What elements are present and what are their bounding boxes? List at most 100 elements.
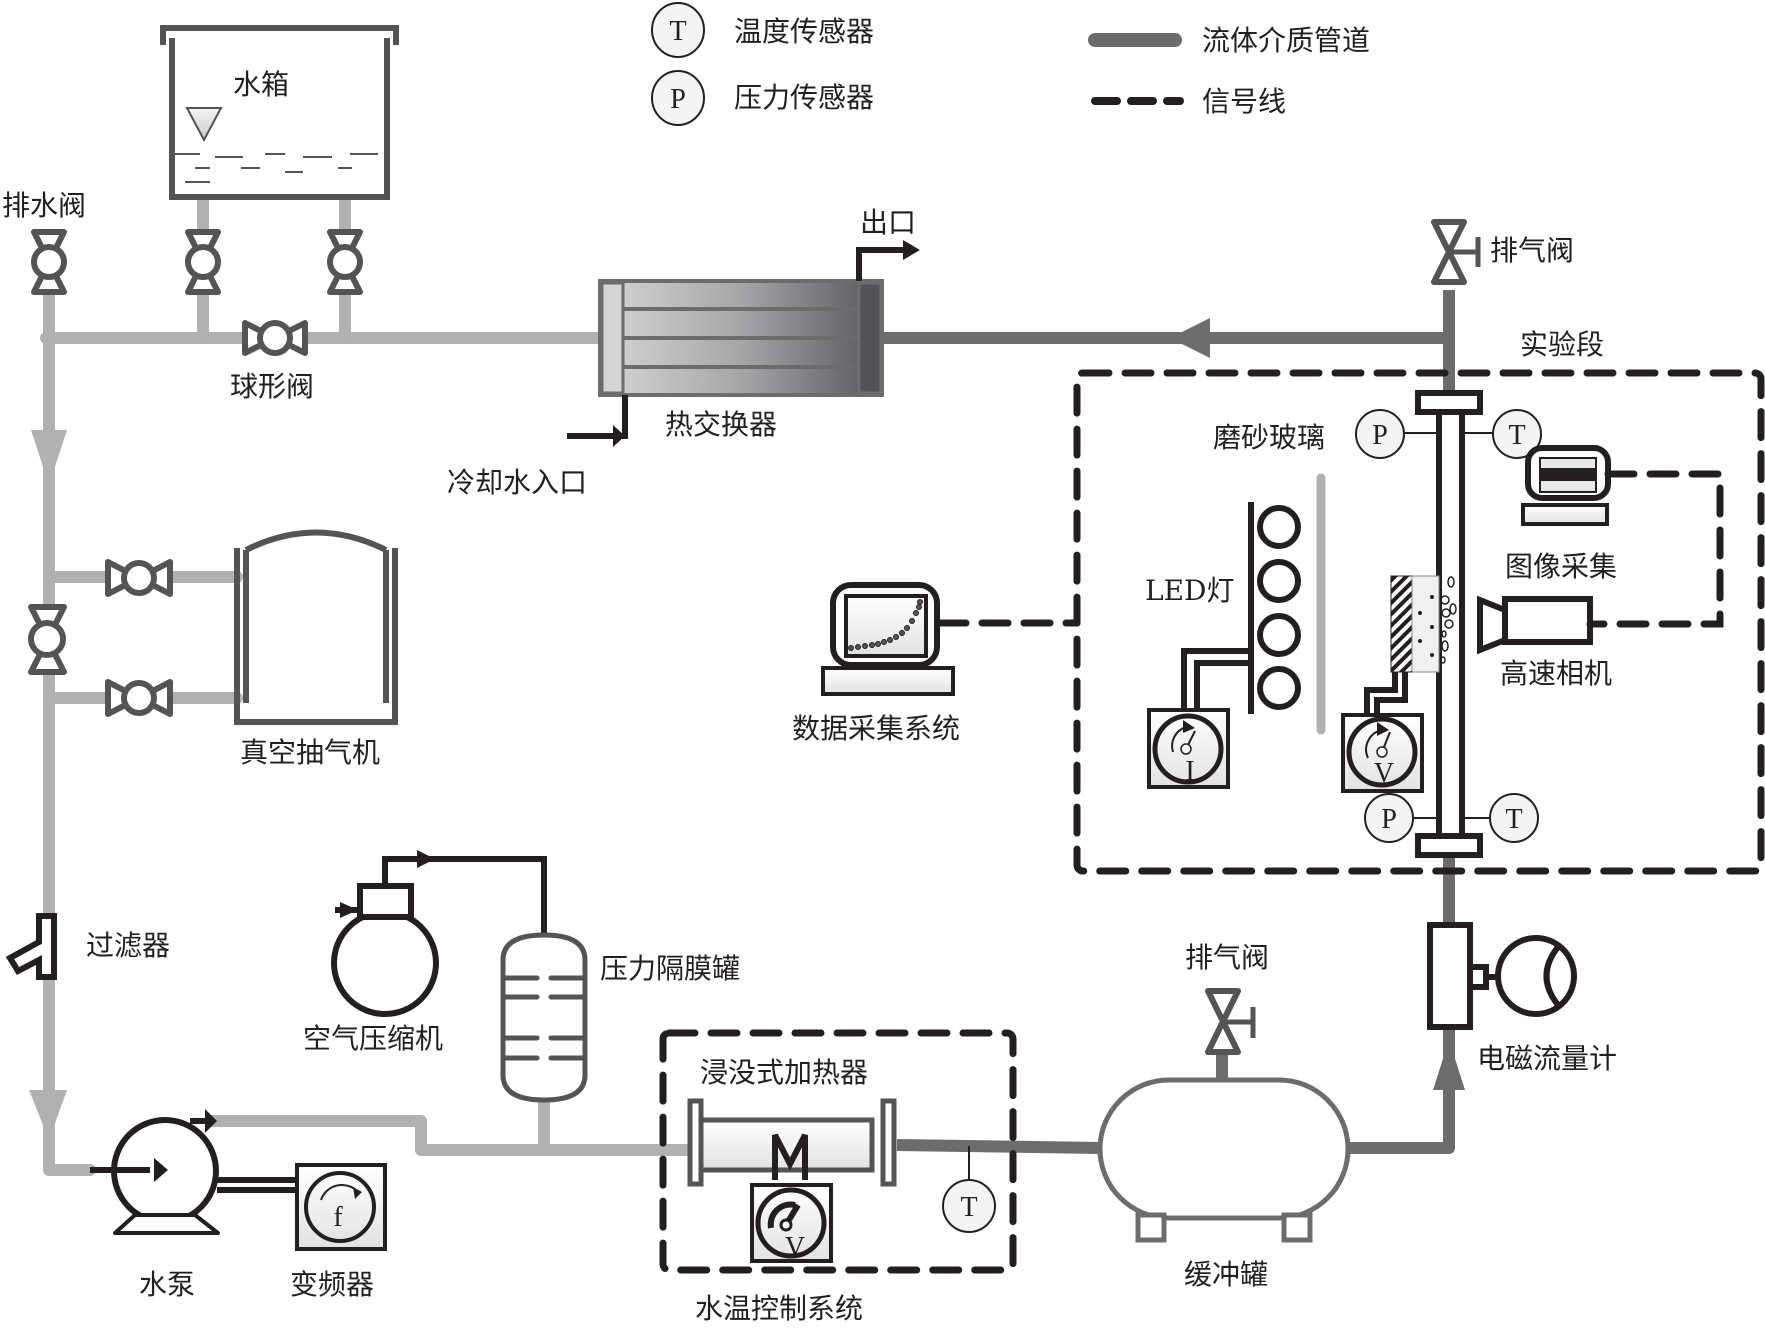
hot-pipes [884,290,1465,1154]
vacuum-pump: 真空抽气机 [234,529,398,769]
filter-label: 过滤器 [86,929,170,962]
air-compressor-label: 空气压缩机 [303,1022,443,1055]
ball-icon [121,560,157,596]
frosted-glass-label: 磨砂玻璃 [1213,421,1325,454]
bubbles-icon [1440,576,1457,664]
flow-arrow-down-icon [31,430,67,485]
flow-arrow-left-icon [1170,318,1210,358]
vacuum-pump-label: 真空抽气机 [240,736,380,769]
filter: 过滤器 [5,913,170,980]
buffer-tank: 缓冲罐 [1097,1077,1351,1291]
buffer-tank-label: 缓冲罐 [1184,1258,1268,1291]
pressure-sensor-top-icon [1355,409,1405,459]
pressure-diaphragm-tank: 压力隔膜罐 [500,932,740,1103]
vent-valve-buffer[interactable]: 排气阀 [1185,941,1269,1055]
tank-body [169,38,390,200]
heating-element-icon [772,1133,808,1180]
vacuum-vessel-body [234,548,398,725]
led-icon [1257,559,1301,603]
temperature-sensor-bottom-icon [1489,793,1539,843]
vacuum-vessel-dome [244,529,388,553]
ball-icon [185,244,221,280]
immersion-heater-label: 浸没式加热器 [700,1056,868,1089]
ball-icon [31,244,67,280]
em-flowmeter: 电磁流量计 [1427,922,1617,1075]
tank-valve-right[interactable] [327,229,363,295]
diaphragm-tank-body [500,932,588,1103]
test-section: 实验段 P T P T [1073,328,1765,875]
buffer-tank-body [1097,1077,1351,1221]
legend-temp-label: 温度传感器 [734,15,874,48]
heater-to-buffer-pipe [896,1139,1101,1154]
voltmeter-test-section: V [1341,713,1424,793]
temp-control-boundary [659,1029,1017,1274]
ball-icon [121,680,157,716]
heating-film [1411,575,1440,673]
gauge-dial-icon [755,1187,827,1259]
heater-temperature-sensor-symbol: T [960,1192,977,1223]
legend-signal-line-label: 信号线 [1202,85,1286,118]
frequency-converter-label: 变频器 [290,1268,374,1301]
ammeter-symbol: I [1185,756,1194,787]
cooling-water-inlet-label: 冷却水入口 [447,466,587,499]
hx-inlet-head [600,281,625,395]
high-speed-camera: 高速相机 [1477,595,1612,690]
vacuum-valve-upper[interactable] [105,559,173,597]
air-compressor: 空气压缩机 [303,850,547,1055]
monitor-image [1541,468,1595,481]
vacuum-valve-lower[interactable] [105,679,173,717]
valve-handle-icon [1449,237,1481,267]
valve-handle-icon [1223,1007,1256,1038]
diaphragm-plates [502,975,586,1061]
water-surface-lines [175,153,378,183]
data-acquisition-system: 数据采集系统 [792,582,1081,745]
led-array: LED灯 [1145,502,1301,714]
pump-discharge-pipe [204,1115,696,1156]
gauge-arc [767,1201,796,1229]
ball-icon [257,320,293,356]
flowmeter-connector [1467,964,1489,990]
globe-valve[interactable]: 球形阀 [230,320,314,403]
vent-valve-top[interactable]: 排气阀 [1431,219,1574,285]
legend-fluid-pipe-label: 流体介质管道 [1202,24,1370,57]
led-icon [1257,505,1301,549]
ball-icon [327,244,363,280]
drain-valve[interactable]: 排水阀 [2,189,86,295]
buffer-tank-leg [1135,1212,1167,1243]
gauge-hub [779,1218,793,1232]
tank-lid [160,25,399,45]
gauge-hub [1376,746,1388,758]
keyboard-icon [1521,503,1609,526]
flowmeter-body [1427,922,1473,1030]
flowmeter-transmitter-icon [1495,935,1577,1017]
tank-valve-left[interactable] [185,229,221,295]
led-icon [1257,666,1301,710]
high-speed-camera-label: 高速相机 [1500,657,1612,690]
drain-valve-label: 排水阀 [2,189,86,222]
data-curve-icon [848,599,923,651]
vfd-box [295,1163,387,1251]
ball-icon [28,620,66,658]
water-tank: 水箱 [160,25,399,200]
compressed-air-arrow-icon [417,850,435,868]
led-wire [1194,660,1251,710]
water-pump-label: 水泵 [139,1268,195,1301]
outlet-line [856,247,910,281]
film-wire [1374,672,1408,715]
gauge-pointer-icon [1183,720,1195,733]
hx-outlet-head [857,281,883,395]
frequency-converter: f 变频器 [290,1163,387,1301]
test-section-label: 实验段 [1520,328,1604,361]
image-acquisition-computer: 图像采集 [1505,445,1617,583]
camera-body-icon [1502,596,1593,645]
buffer-tank-leg [1281,1212,1313,1243]
water-tank-label: 水箱 [233,68,289,101]
compressed-air-line [382,856,547,935]
flowmeter-to-buffer-pipe [1348,1025,1455,1154]
downcomer-valve[interactable] [28,604,67,675]
heater-tube [697,1117,875,1173]
heater-flange-right [880,1098,897,1187]
gauge-pointer-icon [1377,722,1389,736]
camera-signal-line [1586,470,1724,628]
